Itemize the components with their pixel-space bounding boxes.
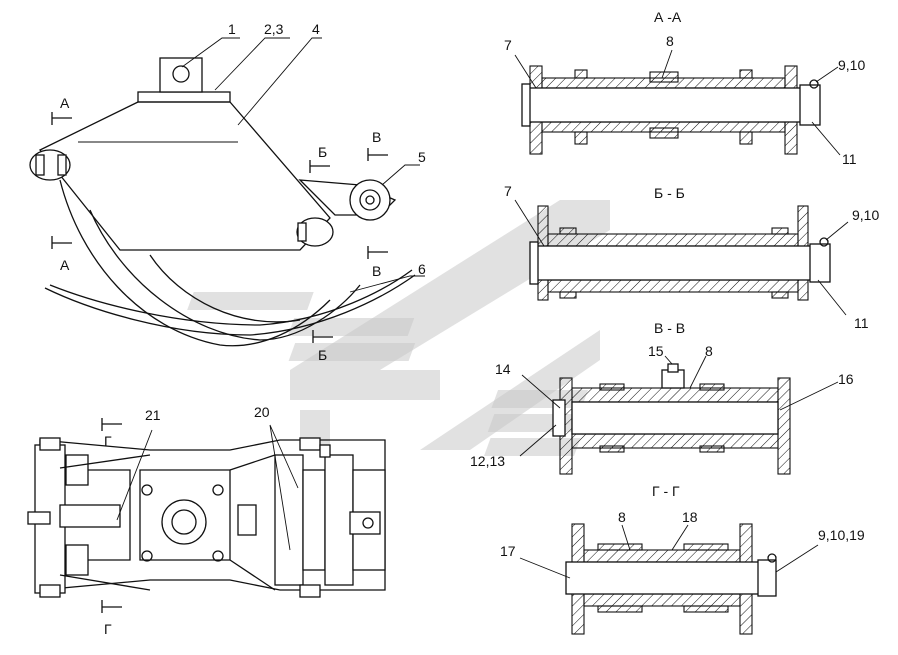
cut-mark-v-lower: В [372,263,381,279]
callout-5: 5 [418,149,426,165]
callout-2-3: 2,3 [264,21,284,37]
section-vv: В - В 15 8 14 16 12,13 [470,320,854,475]
cut-mark-b-upper: Б [318,144,327,160]
cut-mark-b-lower: Б [318,347,327,363]
vv-callout-16: 16 [838,371,854,387]
callout-6: 6 [418,261,426,277]
cut-mark-a-bottom: А [60,257,70,273]
gg-callout-8: 8 [618,509,626,525]
gg-callout-17: 17 [500,543,516,559]
gg-callout-9-10-19: 9,10,19 [818,527,865,543]
plan-view: Г Г 21 20 [27,404,386,637]
section-gg: Г - Г 8 18 17 9,10,19 [500,483,865,635]
vv-callout-12-13: 12,13 [470,453,505,469]
aa-callout-7: 7 [504,37,512,53]
pivot-5 [349,179,391,221]
section-aa-title: А -А [654,9,682,25]
aa-callout-9-10: 9,10 [838,57,865,73]
top-plate [137,91,231,103]
bracket-part-1 [159,57,203,93]
bb-callout-7: 7 [504,183,512,199]
callout-4: 4 [312,21,320,37]
callout-21: 21 [145,407,161,423]
cut-mark-a-top: А [60,95,70,111]
cut-mark-g-top: Г [104,433,112,449]
vv-callout-8: 8 [705,343,713,359]
bb-callout-9-10: 9,10 [852,207,879,223]
section-bb-title: Б - Б [654,185,685,201]
callout-20: 20 [254,404,270,420]
section-bb: Б - Б 7 9,10 11 [504,183,879,331]
aa-callout-11: 11 [842,151,857,167]
cut-mark-g-bottom: Г [104,621,112,637]
bb-callout-11: 11 [854,315,869,331]
vv-callout-15: 15 [648,343,664,359]
vv-callout-14: 14 [495,361,511,377]
aa-callout-8: 8 [666,33,674,49]
callout-1: 1 [228,21,236,37]
section-aa: А -А 7 8 9,10 11 [504,9,865,167]
grab-body [38,101,331,251]
cut-mark-v-upper: В [372,129,381,145]
main-view: А А Б Б В В 1 2,3 4 5 6 [29,21,426,363]
section-vv-title: В - В [654,320,685,336]
gg-callout-18: 18 [682,509,698,525]
section-gg-title: Г - Г [652,483,680,499]
